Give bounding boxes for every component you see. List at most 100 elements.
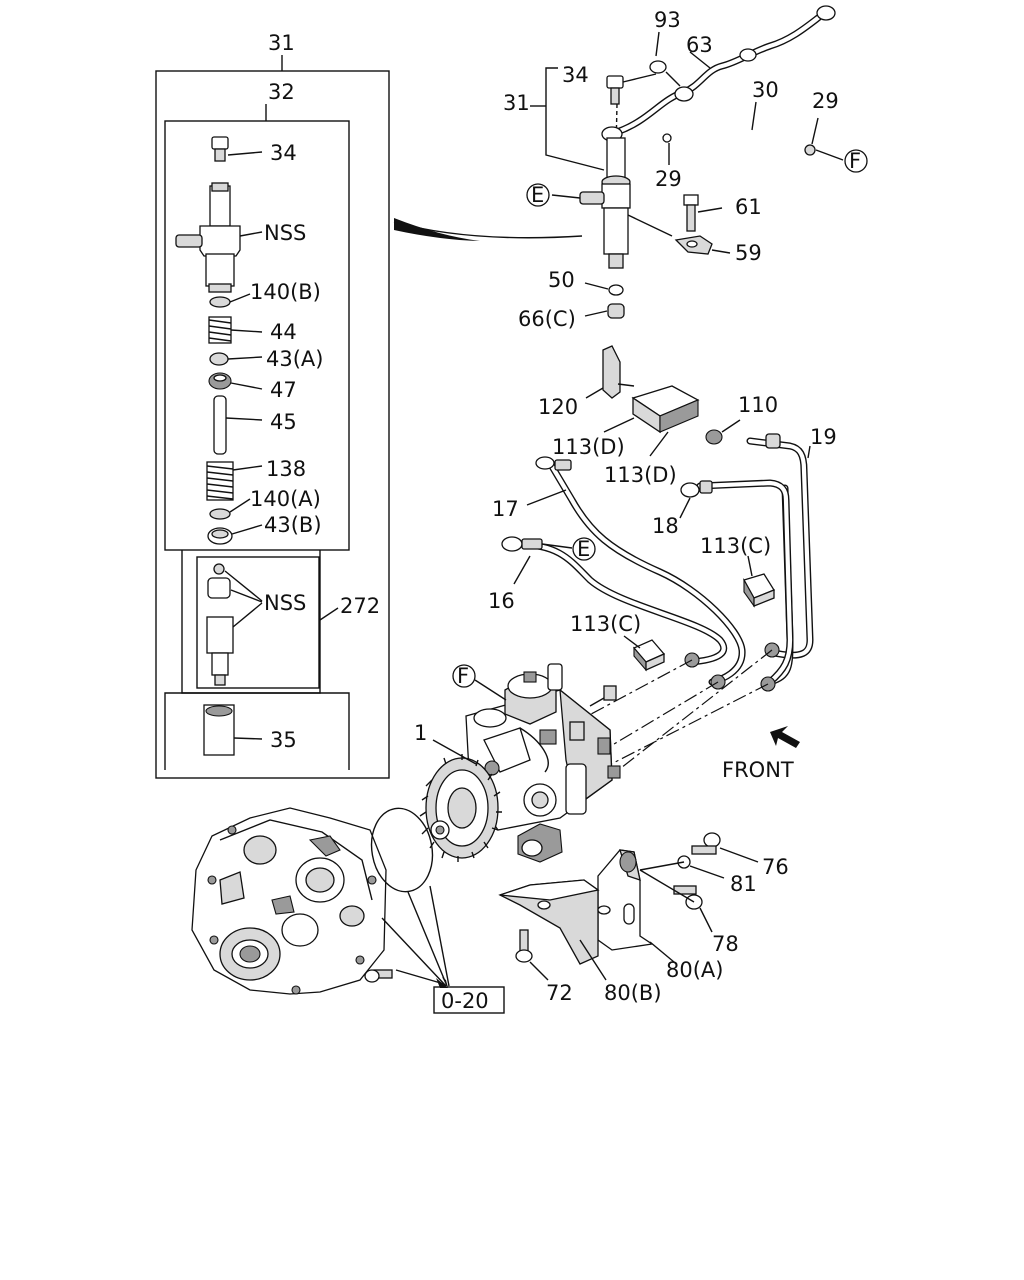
part-16-injection-pipe	[514, 540, 728, 666]
case-bolt	[364, 969, 393, 983]
callout-66c: 66(C)	[518, 307, 576, 331]
callout-17: 17	[492, 497, 519, 521]
part-34-bolt-left	[211, 136, 263, 162]
part-63-leak-off-pipe	[601, 5, 836, 142]
callout-113c-mid: 113(C)	[570, 612, 641, 636]
pump-gasket	[370, 807, 434, 893]
callout-1: 1	[414, 721, 427, 745]
front-direction-indicator: FRONT	[722, 726, 800, 782]
callout-18: 18	[652, 514, 679, 538]
callout-93: 93	[654, 8, 681, 32]
callout-72: 72	[546, 981, 573, 1005]
callout-76: 76	[762, 855, 789, 879]
marker-e-top: E	[526, 183, 550, 207]
part-34-bolt-top	[606, 75, 624, 89]
part-113d-clamp-upper	[603, 385, 700, 457]
callout-78: 78	[712, 932, 739, 956]
assembly-32-frame	[164, 120, 350, 551]
callout-140a: 140(A)	[250, 487, 321, 511]
part-138-spring	[206, 461, 263, 501]
timing-gear-case	[191, 807, 387, 995]
part-47-retainer	[208, 372, 263, 390]
part-43b-shim	[207, 524, 263, 545]
front-arrow-icon	[770, 726, 800, 748]
part-76-bolt	[691, 832, 759, 863]
part-113c-clamp-mid	[623, 635, 666, 672]
marker-f-top: F	[844, 149, 868, 173]
callout-80b: 80(B)	[604, 981, 662, 1005]
callout-113d-left: 113(D)	[552, 435, 625, 459]
marker-f-pump: F	[452, 664, 476, 688]
injector-installed-group	[530, 5, 844, 319]
callout-44: 44	[270, 320, 297, 344]
callout-32-box: 32	[268, 80, 295, 104]
callout-43a: 43(A)	[266, 347, 323, 371]
part-43a-shim	[209, 352, 229, 366]
part-66c-seal	[584, 303, 625, 319]
part-59-clamp	[674, 235, 731, 255]
callout-59: 59	[735, 241, 762, 265]
callout-34-box: 34	[270, 141, 297, 165]
callout-81: 81	[730, 872, 757, 896]
callout-34-top: 34	[562, 63, 589, 87]
svg-text:F: F	[849, 149, 861, 173]
marker-e-mid: E	[572, 537, 596, 561]
part-80b-bracket	[498, 879, 611, 981]
part-140b-washer	[209, 296, 231, 308]
part-45-push-rod	[213, 395, 263, 455]
callout-113d-right: 113(D)	[604, 463, 677, 487]
callout-31-top: 31	[503, 91, 530, 115]
part-30-return-hose	[681, 101, 803, 152]
callout-140b: 140(B)	[250, 280, 321, 304]
nozzle-subframe	[196, 556, 320, 689]
callout-61: 61	[735, 195, 762, 219]
callout-110: 110	[738, 393, 778, 417]
part-140a-washer	[209, 508, 231, 520]
injector-holder-body	[175, 182, 263, 293]
callout-43b: 43(B)	[264, 513, 322, 537]
nozzle-set	[206, 563, 339, 686]
callout-113c-right: 113(C)	[700, 534, 771, 558]
assembly-31-frame	[155, 70, 390, 779]
callouts: 31 32 34 NSS 140(B) 44 43(A) 47 45 138 1…	[250, 8, 839, 1013]
callout-80a: 80(A)	[666, 958, 723, 982]
callout-19: 19	[810, 425, 837, 449]
callout-29-right: 29	[812, 89, 839, 113]
callout-50: 50	[548, 268, 575, 292]
injector-assembly-panel	[155, 55, 390, 779]
callout-272: 272	[340, 594, 380, 618]
injector-holder-installed	[579, 137, 673, 269]
part-110-nut	[705, 419, 741, 445]
svg-text:E: E	[531, 183, 544, 207]
callout-nss-nozzle: NSS	[264, 591, 306, 615]
part-44-spring	[208, 316, 263, 344]
part-29-clamp-mid	[662, 133, 672, 143]
callout-30: 30	[752, 78, 779, 102]
callout-120: 120	[538, 395, 578, 419]
pointer-arrow	[394, 218, 480, 241]
callout-16: 16	[488, 589, 515, 613]
callout-45: 45	[270, 410, 297, 434]
callout-47: 47	[270, 378, 297, 402]
callout-138: 138	[266, 457, 306, 481]
part-35-nozzle-nut	[203, 704, 263, 756]
svg-text:E: E	[577, 537, 590, 561]
callout-nss-body: NSS	[264, 221, 306, 245]
part-120-bracket	[585, 345, 635, 399]
svg-text:F: F	[457, 664, 469, 688]
assembly-272-frame	[181, 550, 321, 694]
callout-ref-box: 0-20	[441, 989, 489, 1013]
part-29-clamp-right	[804, 144, 816, 156]
injection-pipes-group	[501, 345, 814, 781]
part-81-washer	[677, 855, 725, 879]
callout-35: 35	[270, 728, 297, 752]
part-80a-bracket	[597, 849, 675, 963]
part-113c-clamp-right	[743, 555, 775, 608]
ref-box-0-20	[433, 986, 505, 1014]
part-72-bolt	[515, 929, 549, 981]
callout-63: 63	[686, 33, 713, 57]
assembly-35-frame	[164, 692, 350, 770]
part-50-o-ring	[608, 284, 624, 296]
callout-31-box: 31	[268, 31, 295, 55]
